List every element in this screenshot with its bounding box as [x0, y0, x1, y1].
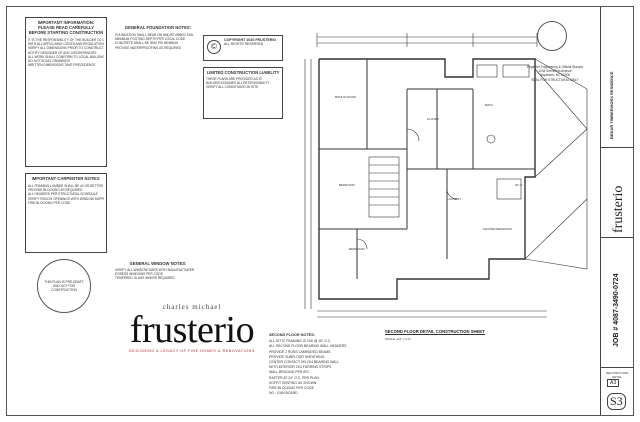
- room-label-bath: BATH: [485, 103, 493, 107]
- foundation-notes-line: MINIMUM FOOTING DEPTH PER LOCAL CODE: [115, 37, 186, 42]
- copyright-icon: ©: [207, 40, 221, 54]
- important-info-line: WRITTEN DIMENSIONS TAKE PRECEDENCE: [28, 63, 96, 68]
- pre-draft-stamp: THIS PLAN IS PRE-DRAFT AND NOT FOR CONST…: [37, 259, 91, 313]
- foundation-notes-line: FOUNDATION SHALL BEAR ON UNDISTURBED SOI…: [115, 33, 194, 37]
- engineer-line: Anywhere, NC 00000: [539, 73, 571, 78]
- important-info-line: IT IS THE RESPONSIBILITY OF THE BUILDER …: [28, 38, 104, 42]
- carpenter-notes-line: VERIFY ROUGH OPENINGS WITH WINDOW SUPPLI…: [28, 196, 104, 201]
- titleblock-divider-2: [601, 237, 633, 238]
- carpenter-notes-line: ALL FRAMING LUMBER SHALL BE #2 OR BETTER: [28, 184, 103, 188]
- copyright-subtitle: ALL RIGHTS RESERVED: [224, 42, 264, 47]
- title-block: BEDAR TIMBERWORX RESIDENCE frusterio JOB…: [600, 7, 633, 415]
- engineer-line: Engineer Engineering & Official Stamps: [527, 65, 583, 69]
- engineer-line: 1234 Somefield Avenue: [538, 69, 572, 74]
- important-info-line: ALL WORK SHALL CONFORM TO LOCAL BUILDING…: [28, 54, 104, 59]
- limited-liability-line: THESE PLANS ARE PROVIDED AS IS: [206, 77, 262, 81]
- plan-scale: SCALE: 1/4" = 1'-0": [385, 337, 412, 341]
- important-info-subtitle: PLEASE READ CAREFULLY: [38, 25, 94, 30]
- second-floor-notes-line: WITH INTERIOR 2X4 FURRING STRIPS: [269, 365, 332, 370]
- second-floor-notes-line: CENTER CONTACT ON 2X4 BEARING WALL: [269, 360, 340, 365]
- floor-plan-drawing: [304, 33, 588, 318]
- room-label-bedroom-2: BEDROOM: [349, 247, 365, 251]
- pre-draft-stamp-text: THIS PLAN IS PRE-DRAFT AND NOT FOR CONST…: [44, 280, 84, 292]
- window-notes-line: TEMPERED GLASS WHERE REQUIRED: [115, 276, 175, 281]
- titleblock-revision: A3: [607, 379, 620, 387]
- limited-liability-line: VERIFY ALL CONDITIONS ON SITE: [206, 85, 259, 90]
- engineer-seal: [537, 21, 567, 51]
- carpenter-notes-line: ALL HEADERS PER STRUCTURAL SCHEDULE: [28, 192, 98, 197]
- second-floor-notes-line: PROVIDE SUBFLOOR SHEATHING: [269, 354, 325, 359]
- window-notes-title: GENERAL WINDOW NOTES:: [129, 261, 187, 266]
- window-notes: GENERAL WINDOW NOTES: VERIFY ALL WINDOW …: [115, 261, 201, 307]
- important-info-line: NOTIFY DESIGNER OF ANY DISCREPANCIES: [28, 50, 97, 55]
- drawing-sheet: IMPORTANT INFORMATION: PLEASE READ CAREF…: [6, 6, 634, 416]
- limited-liability-line: BUILDER ASSUMES ALL RESPONSIBILITY: [206, 81, 270, 86]
- window-notes-line: EGRESS WINDOWS PER CODE: [115, 272, 163, 277]
- second-floor-notes-line: FIRE BLOCKING PER CODE: [269, 386, 314, 391]
- foundation-notes-line: CONCRETE SHALL BE 3000 PSI MINIMUM: [115, 41, 179, 46]
- foundation-notes-lines: FOUNDATION SHALL BEAR ON UNDISTURBED SOI…: [115, 33, 201, 50]
- important-info-line: DO NOT SCALE DRAWINGS: [28, 59, 70, 64]
- second-floor-notes-title: SECOND FLOOR NOTES:: [269, 333, 315, 337]
- foundation-notes-title: GENERAL FOUNDATION NOTES:: [124, 25, 192, 30]
- second-floor-notes-line: NO - GUN BOARD: [269, 391, 298, 396]
- second-floor-notes-lines: ALL ATTIC FRAMING IS 2X6 @ 16" O.C.ALL S…: [269, 339, 379, 396]
- foundation-notes: GENERAL FOUNDATION NOTES: FOUNDATION SHA…: [115, 25, 201, 245]
- logo-tagline: DESIGNING A LEGACY OF FINE HOMES & RENOV…: [129, 349, 255, 353]
- titleblock-firm: frusterio: [611, 185, 626, 233]
- second-floor-notes-line: PROVIDE 2 RUNS LAMINATED BEAMS: [269, 349, 331, 354]
- carpenter-notes-line: PROVIDE BLOCKING AS REQUIRED: [28, 188, 83, 193]
- second-floor-notes: SECOND FLOOR NOTES: ALL ATTIC FRAMING IS…: [269, 333, 379, 409]
- titleblock-divider-3: [601, 367, 633, 368]
- carpenter-notes: IMPORTANT CARPENTER NOTES: ALL FRAMING L…: [25, 173, 107, 253]
- limited-liability-box: LIMITED CONSTRUCTION LIABILITY THESE PLA…: [203, 67, 283, 119]
- second-floor-notes-line: ALL ATTIC FRAMING IS 2X6 @ 16" O.C.: [269, 339, 332, 344]
- room-label-wic: W.I.C.: [515, 183, 524, 187]
- titleblock-divider-1: [601, 147, 633, 148]
- titleblock-sheet-label: SECOND FLOOR DETAIL: [605, 371, 629, 379]
- limited-liability-title: LIMITED CONSTRUCTION LIABILITY: [206, 70, 280, 75]
- copyright-title: COPYRIGHT 2020 FRUSTERIO: [224, 38, 277, 42]
- window-notes-line: VERIFY ALL WINDOW SIZES WITH MANUFACTURE…: [115, 268, 195, 272]
- carpenter-notes-lines: ALL FRAMING LUMBER SHALL BE #2 OR BETTER…: [28, 184, 104, 205]
- window-notes-lines: VERIFY ALL WINDOW SIZES WITH MANUFACTURE…: [115, 268, 201, 281]
- company-logo: charles michael frusterio DESIGNING A LE…: [117, 303, 267, 353]
- logo-small-text: charles michael: [162, 303, 222, 311]
- room-label-closet: CLOSET: [427, 117, 440, 121]
- carpenter-notes-line: FIRE BLOCKING PER CODE: [28, 200, 71, 205]
- titleblock-job-number: JOB # 4087-3490-0724: [613, 273, 620, 347]
- foundation-notes-line: PROVIDE WATERPROOFING AS REQUIRED: [115, 45, 182, 50]
- room-label-laundry: LAUNDRY: [447, 197, 462, 201]
- important-info-line: VERIFY ALL DIMENSIONS PRIOR TO CONSTRUCT…: [28, 46, 104, 51]
- second-floor-notes-line: WALL BRACING PER IRC: [269, 370, 310, 375]
- second-floor-notes-line: ALL SECOND FLOOR BEARING WALL HEADERS: [269, 344, 347, 349]
- important-information-notes: IMPORTANT INFORMATION: PLEASE READ CAREF…: [25, 17, 107, 167]
- important-info-title: IMPORTANT INFORMATION:: [37, 20, 95, 25]
- room-label-bedroom-1: BEDROOM: [339, 183, 355, 187]
- room-label-bonus: BONUS ROOM: [335, 95, 356, 99]
- titleblock-project: BEDAR TIMBERWORX RESIDENCE: [609, 71, 614, 140]
- important-info-line: WITH ALL APPLICABLE CODES AND REGULATION…: [28, 42, 104, 47]
- important-info-lines: IT IS THE RESPONSIBILITY OF THE BUILDER …: [28, 38, 104, 67]
- copyright-box: © COPYRIGHT 2020 FRUSTERIO ALL RIGHTS RE…: [203, 35, 283, 61]
- logo-main-text: frusterio: [129, 309, 255, 351]
- second-floor-notes-line: RAFTER AT 24" O.C. PER PLAN: [269, 375, 319, 380]
- plan-caption: SECOND FLOOR DETAIL CONSTRUCTION SHEET: [385, 329, 485, 335]
- titleblock-sheet-number: S3: [607, 393, 626, 410]
- carpenter-notes-title: IMPORTANT CARPENTER NOTES:: [31, 176, 101, 181]
- second-floor-notes-line: SOFFIT VENTING AS SHOWN: [269, 380, 317, 385]
- important-info-subtitle-2: BEFORE STARTING CONSTRUCTION: [28, 30, 104, 35]
- room-label-master: MASTER BEDROOM: [483, 227, 512, 231]
- engineer-line: SEAL FOR STRUCTURAL ONLY: [531, 77, 579, 82]
